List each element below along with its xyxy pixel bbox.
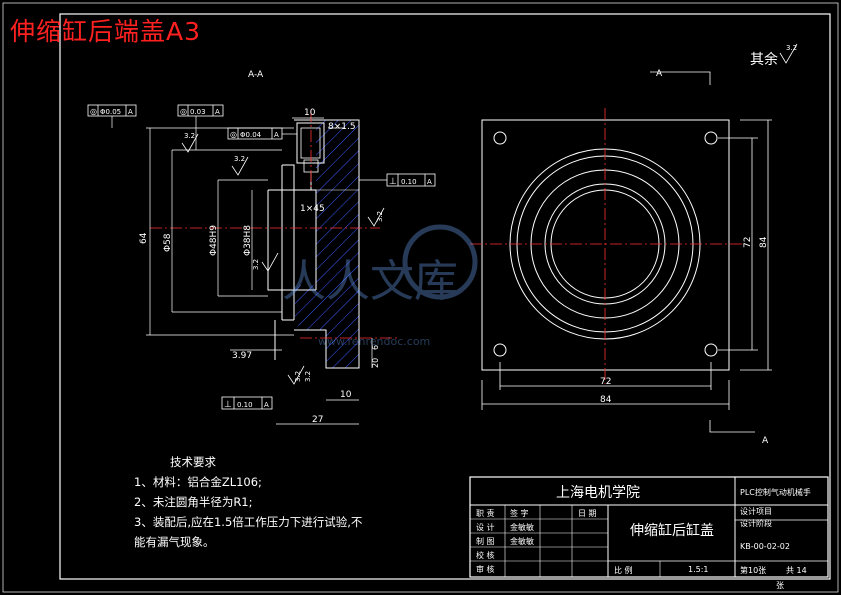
svg-text:A: A: [274, 131, 279, 139]
tolerance-frame-5: ⊥ 0.10 A: [221, 396, 273, 410]
svg-text:0.03: 0.03: [190, 108, 206, 116]
finish-symbol: [779, 43, 798, 64]
roughness-3: 3.2: [252, 259, 260, 270]
sheet-number: 第10张: [740, 566, 767, 575]
svg-text:⊥: ⊥: [224, 400, 232, 410]
date-label: 日 期: [578, 509, 597, 518]
hatched-section: [295, 120, 359, 368]
view-label: A-A: [248, 70, 264, 80]
svg-text:A: A: [128, 108, 133, 116]
roughness-6: 3.2: [376, 211, 384, 222]
tech-line-3: 3、装配后,应在1.5倍工作压力下进行试验,不: [134, 515, 363, 529]
dim-64: 64: [139, 232, 149, 244]
svg-text:www.renrendoc.com: www.renrendoc.com: [318, 335, 430, 348]
tech-line-4: 能有漏气现象。: [134, 535, 215, 549]
section-mark-top: A: [656, 69, 663, 79]
svg-text:0.10: 0.10: [237, 401, 253, 409]
sign-0: 签 字: [510, 509, 529, 518]
scale-label: 比 例: [614, 566, 633, 575]
scale-value: 1.5:1: [688, 565, 709, 574]
roughness-2: 3.2: [234, 155, 245, 163]
fitting: [296, 122, 325, 164]
dim-10-top: 10: [304, 108, 316, 118]
svg-text:A: A: [215, 108, 220, 116]
sign-1: 金敏敏: [510, 523, 534, 532]
dim-10-bot: 10: [340, 390, 352, 400]
design-stage: 设计阶段: [740, 519, 772, 528]
dim-chamfer: 1×45: [300, 204, 325, 214]
bolt-holes: [493, 131, 718, 357]
svg-text:◎: ◎: [180, 107, 187, 116]
tolerance-frame-4: ⊥ 0.10 A: [359, 173, 436, 187]
dim-3-97: 3.97: [232, 351, 252, 361]
sign-2: 金敏敏: [510, 537, 534, 546]
dim-72-h: 72: [600, 377, 611, 387]
tolerance-frame-1: ◎ Φ0.05 A: [87, 104, 137, 128]
dim-27: 27: [312, 415, 323, 425]
svg-text:A: A: [264, 401, 269, 409]
svg-text:◎: ◎: [230, 130, 237, 139]
dim-phi58: Φ58: [163, 233, 173, 252]
dim-84-v: 84: [759, 236, 769, 248]
dim-84-h: 84: [600, 395, 612, 405]
total-sheets: 共 14: [786, 566, 807, 575]
roughness-5: 3.2: [304, 371, 312, 382]
svg-text:⊥: ⊥: [389, 177, 397, 187]
svg-text:人人文库: 人人文库: [282, 256, 458, 307]
finish-label: 其余: [750, 51, 778, 68]
tech-requirements-heading: 技术要求: [170, 455, 216, 469]
dim-thread: 8×1.5: [328, 122, 356, 132]
plan-view: A A 72 84 72 84 其余 3.2: [470, 43, 798, 446]
drawing-number: KB-00-02-02: [740, 542, 790, 551]
design-item: 设计项目: [740, 507, 772, 516]
watermark: 人人文库 www.renrendoc.com: [282, 224, 478, 348]
svg-text:Φ0.04: Φ0.04: [240, 131, 262, 139]
sheet-unit: 张: [776, 581, 784, 590]
title-block-lines: [469, 476, 829, 578]
tech-line-1: 1、材料：铝合金ZL106;: [134, 475, 262, 489]
role-1: 设 计: [476, 523, 495, 532]
inner-frame: [59, 13, 831, 580]
roughness-4: 3.2: [294, 371, 302, 382]
section-mark-bottom: A: [762, 436, 769, 446]
tolerance-frame-2: ◎ 0.03 A: [177, 104, 224, 150]
dim-6: 6: [371, 345, 380, 350]
role-3: 校 核: [476, 551, 495, 560]
role-2: 制 图: [476, 537, 495, 546]
svg-text:◎: ◎: [90, 107, 97, 116]
tech-line-2: 2、未注圆角半径为R1;: [134, 495, 253, 509]
flange-outline: [481, 119, 730, 371]
role-4: 审 核: [476, 565, 495, 574]
role-0: 职 责: [476, 509, 495, 518]
finish-value: 3.2: [786, 44, 797, 52]
dim-phi48: Φ48H9: [209, 225, 219, 256]
part-name: 伸缩缸后缸盖: [630, 523, 714, 539]
dim-20: 20: [371, 358, 380, 368]
svg-text:0.10: 0.10: [401, 178, 417, 186]
section-view: A-A 10 8×1.5 1×45 64 Φ58 Φ48H9 Φ38H8 3.9…: [87, 70, 436, 425]
svg-text:A: A: [427, 178, 432, 186]
roughness-1: 3.2: [184, 132, 195, 140]
tolerance-frame-3: ◎ Φ0.04 A: [227, 127, 297, 140]
project-name: PLC控制气动机械手: [740, 488, 811, 497]
school-name: 上海电机学院: [556, 485, 640, 501]
drawing-title: 伸缩缸后端盖A3: [10, 17, 202, 46]
svg-text:Φ0.05: Φ0.05: [100, 108, 121, 116]
dim-phi38: Φ38H8: [243, 225, 253, 256]
dim-72-v: 72: [743, 237, 753, 248]
